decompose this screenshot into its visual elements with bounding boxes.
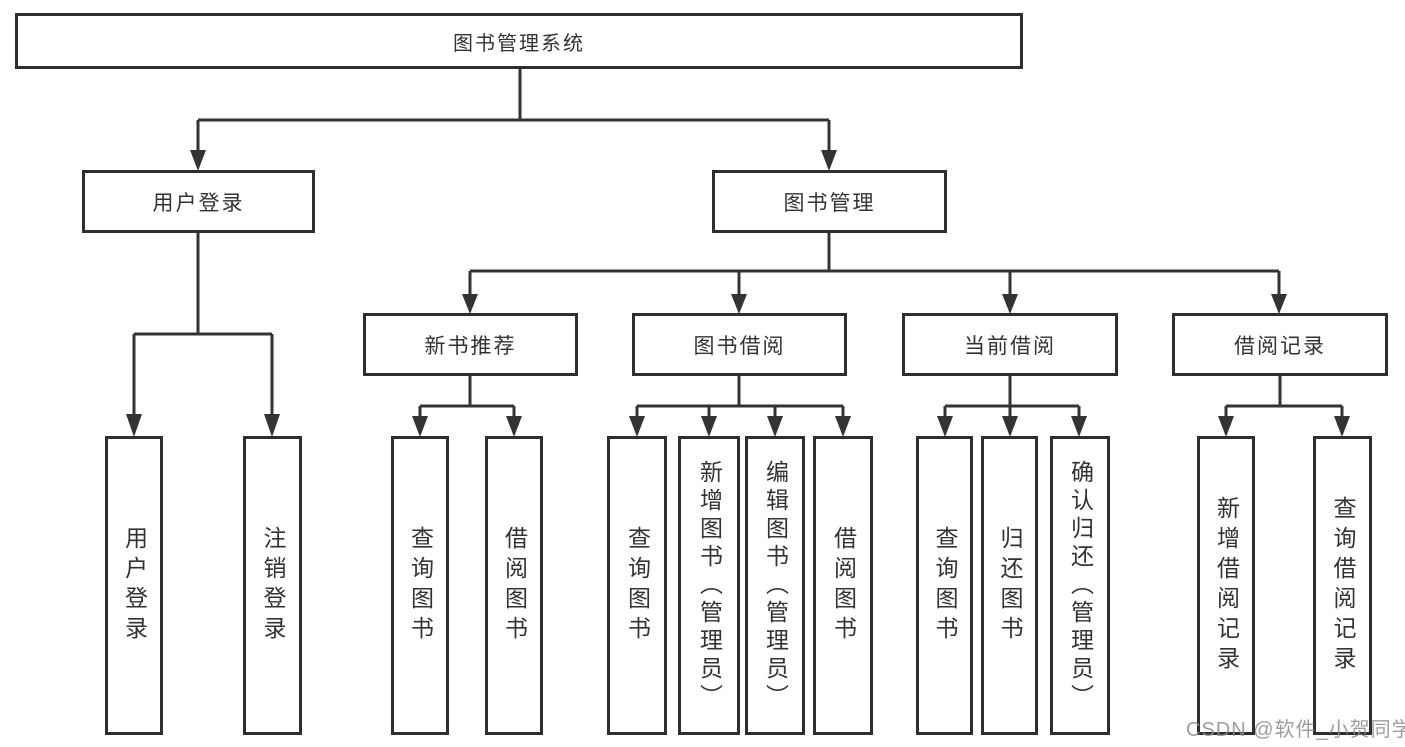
leaf-return-books: 归还图书 [981, 436, 1038, 735]
node-book-management: 图书管理 [712, 170, 947, 233]
leaf-user-login: 用户登录 [105, 436, 163, 735]
leaf-query-books-recommend: 查询图书 [391, 436, 449, 735]
node-label: 新书推荐 [424, 334, 517, 358]
node-label: 图书管理 [783, 191, 876, 215]
node-book-borrowing: 图书借阅 [632, 313, 847, 376]
node-user-login: 用户登录 [82, 170, 315, 233]
node-label: 用户登录 [121, 525, 148, 646]
node-label: 新增图书（管理员） [696, 459, 723, 712]
node-new-book-recommendation: 新书推荐 [363, 313, 578, 376]
node-label: 借阅图书 [830, 525, 857, 646]
leaf-add-books-admin: 新增图书（管理员） [678, 436, 740, 735]
node-label: 查询借阅记录 [1330, 495, 1356, 676]
leaf-query-books-borrow: 查询图书 [607, 436, 667, 735]
leaf-confirm-return-admin: 确认归还（管理员） [1050, 436, 1110, 735]
node-label: 查询图书 [407, 525, 434, 646]
node-label: 归还图书 [997, 525, 1023, 646]
node-label: 新增借阅记录 [1213, 495, 1240, 676]
leaf-query-borrow-record: 查询借阅记录 [1313, 436, 1372, 735]
leaf-borrow-books: 借阅图书 [813, 436, 873, 735]
node-label: 编辑图书（管理员） [762, 459, 789, 712]
node-label: 注销登录 [260, 525, 286, 646]
node-current-borrowing: 当前借阅 [902, 313, 1118, 376]
leaf-query-books-current: 查询图书 [916, 436, 973, 735]
node-label: 借阅记录 [1234, 334, 1326, 358]
node-label: 图书管理系统 [453, 32, 585, 55]
node-label: 用户登录 [152, 191, 245, 215]
leaf-edit-books-admin: 编辑图书（管理员） [745, 436, 805, 735]
csdn-watermark: CSDN @软件_小贺同学 [1186, 719, 1405, 741]
node-label: 借阅图书 [501, 525, 528, 646]
arrowheads [126, 150, 1350, 437]
node-library-management-system: 图书管理系统 [15, 13, 1023, 69]
node-label: 查询图书 [624, 525, 651, 646]
node-label: 图书借阅 [693, 334, 786, 358]
leaf-borrow-books-recommend: 借阅图书 [485, 436, 543, 735]
leaf-add-borrow-record: 新增借阅记录 [1197, 436, 1255, 735]
node-borrowing-records: 借阅记录 [1172, 313, 1388, 376]
leaf-logout: 注销登录 [243, 436, 302, 735]
node-label: 当前借阅 [964, 334, 1056, 358]
node-label: 确认归还（管理员） [1067, 459, 1094, 712]
connector-lines [132, 69, 1344, 419]
node-label: 查询图书 [932, 525, 958, 646]
